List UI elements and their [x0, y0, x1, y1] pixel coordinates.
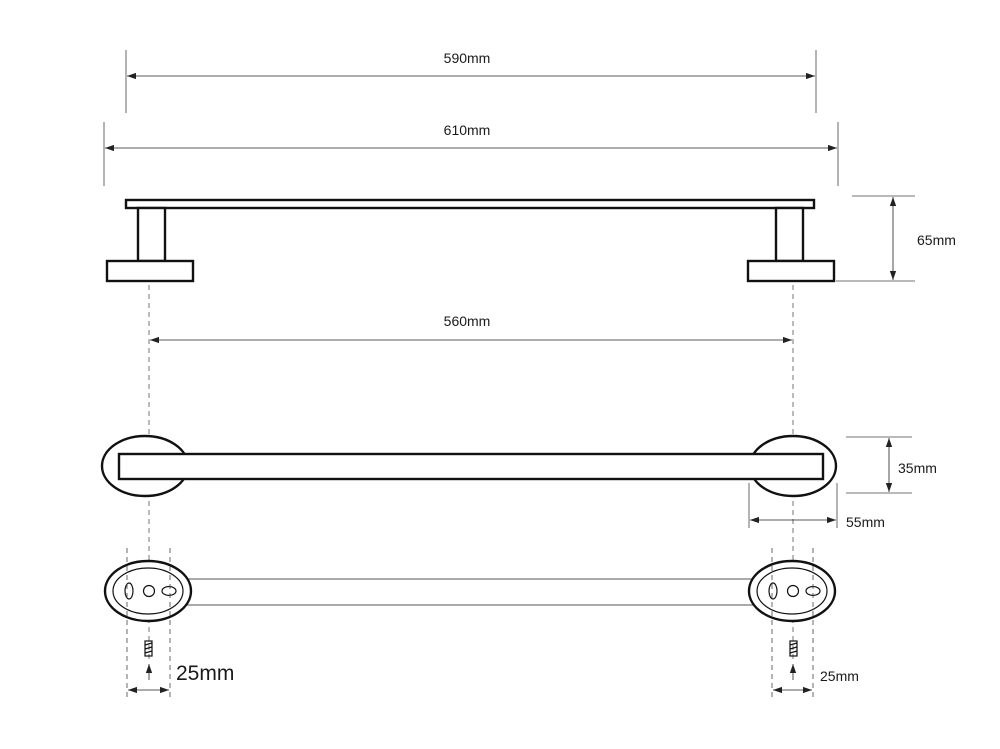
label-560mm: 560mm [444, 313, 491, 329]
hole-right [786, 584, 800, 598]
dimension-560: 560mm [150, 313, 792, 344]
label-610mm: 610mm [444, 122, 491, 138]
post-right [774, 206, 805, 263]
screw-right [789, 640, 798, 680]
rosette-left-rear [103, 559, 193, 623]
bar-rear [185, 578, 755, 606]
dimension-610: 610mm [103, 122, 839, 186]
label-65mm: 65mm [917, 232, 956, 248]
label-55mm: 55mm [846, 514, 885, 530]
screw-left [144, 640, 153, 680]
label-25mm-right: 25mm [820, 668, 859, 684]
dimension-65: 65mm [836, 195, 956, 282]
dimension-35: 35mm [846, 436, 937, 494]
rosette-right-rear [747, 559, 837, 623]
dimension-25-right: 25mm [771, 548, 859, 697]
hole-left [142, 584, 156, 598]
front-view [105, 198, 836, 283]
bar-front [124, 198, 816, 210]
rear-view [103, 559, 837, 623]
label-35mm: 35mm [898, 460, 937, 476]
dimension-590: 590mm [125, 50, 817, 113]
base-left [105, 259, 195, 283]
label-590mm: 590mm [444, 50, 491, 66]
bar-top [117, 452, 825, 481]
base-right [746, 259, 836, 283]
dimension-25-left: 25mm [126, 548, 234, 697]
slot-left-a [124, 582, 134, 600]
post-left [136, 206, 167, 263]
label-25mm-left: 25mm [176, 662, 234, 685]
dimension-55: 55mm [748, 483, 885, 530]
slot-left-b [161, 585, 177, 597]
slot-right-a [768, 582, 778, 600]
top-view [100, 434, 838, 498]
